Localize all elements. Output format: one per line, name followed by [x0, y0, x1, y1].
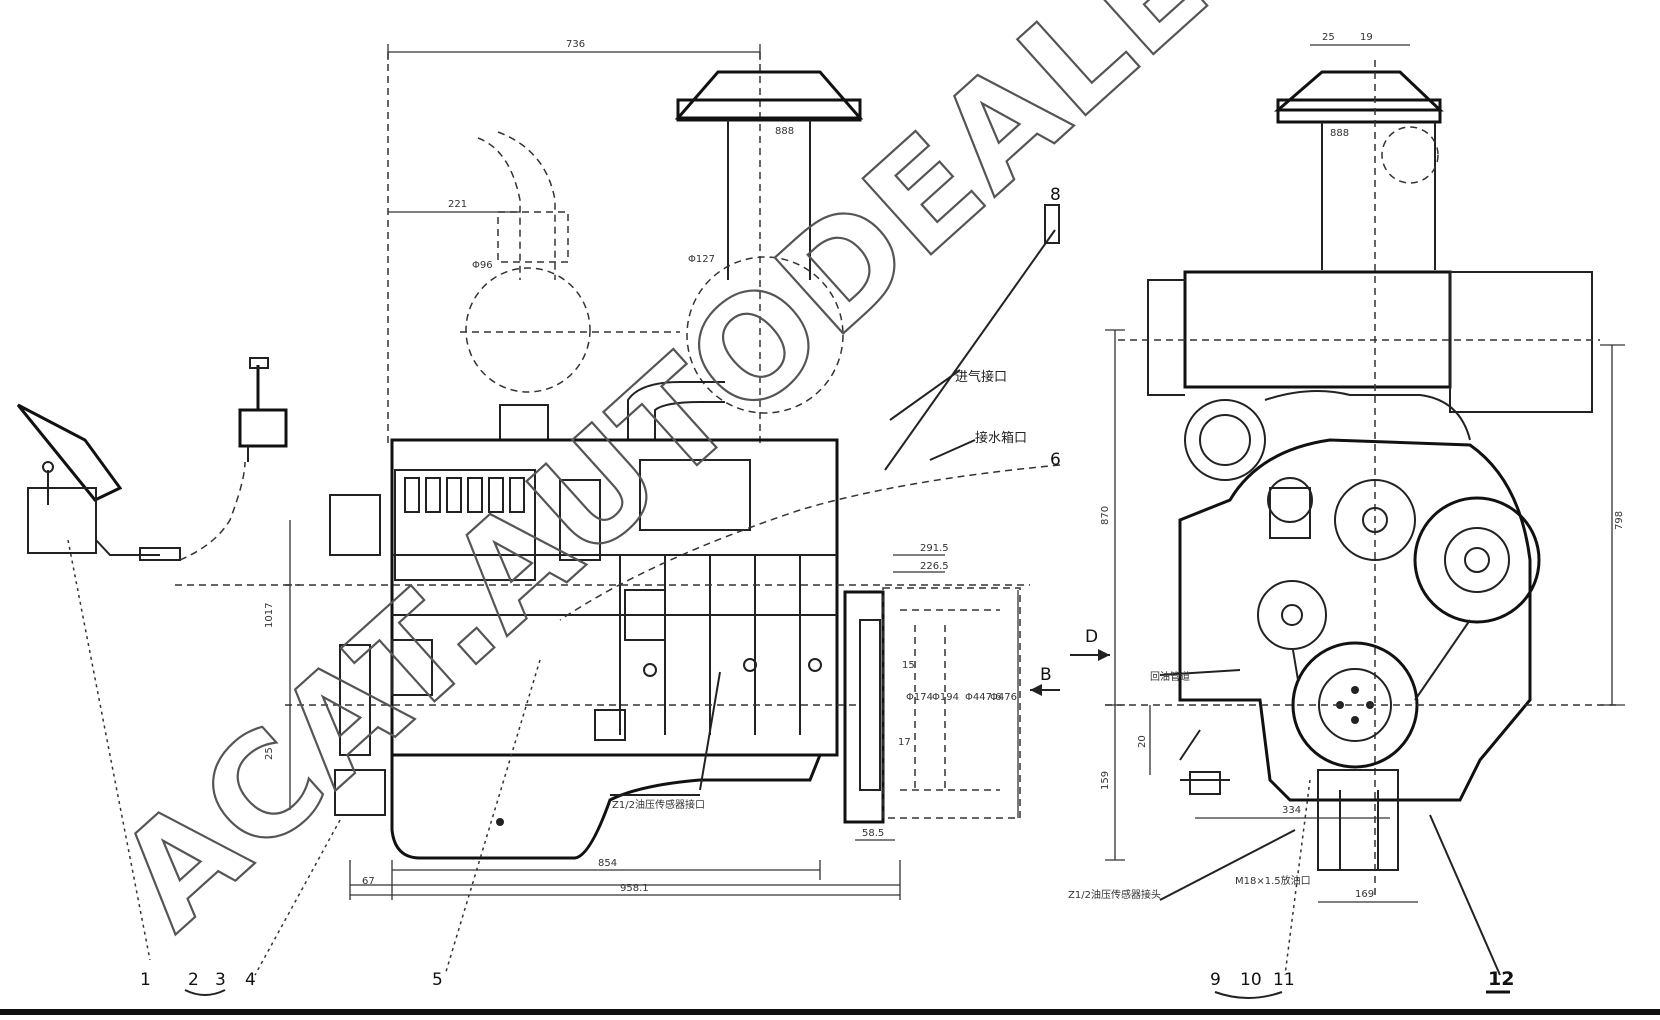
callout-1: 1: [140, 970, 151, 990]
exhaust-elbow: [477, 137, 521, 280]
water-pump-pulley: [1334, 479, 1416, 561]
dim-25: 25: [264, 747, 275, 760]
dim-334: 334: [1282, 805, 1301, 816]
dim-phi194: Φ194: [932, 692, 959, 703]
note-intake: 进气接口: [955, 369, 1007, 385]
dim-front-25: 25: [1322, 32, 1335, 43]
note-oil-sensor-joint: Z1/2油压传感器接头: [1068, 888, 1161, 901]
air-cleaner-body: [686, 256, 844, 414]
note-oil-pressure: Z1/2油压传感器接口: [612, 798, 705, 811]
air-cleaner-cap: [674, 70, 864, 120]
callout-8: 8: [1050, 185, 1061, 205]
dim-798: 798: [1614, 511, 1625, 530]
engine-block: [390, 438, 839, 757]
dim-phi174: Φ174: [906, 692, 933, 703]
view-b-label: B: [1040, 665, 1052, 685]
note-water-tank: 接水箱口: [975, 430, 1027, 446]
front-view: 25 19 888: [1068, 32, 1625, 999]
svg-text:888: 888: [775, 126, 794, 137]
dim-15: 15: [902, 660, 915, 671]
note-oil-return: 回油管道: [1150, 670, 1190, 683]
throttle-linkage: 1 2 3 4: [16, 357, 341, 996]
dim-736: 736: [566, 39, 585, 50]
view-d-label: D: [1085, 627, 1098, 647]
dim-17: 17: [898, 737, 911, 748]
callout-5: 5: [432, 970, 443, 990]
pedal-cable-end: [139, 547, 181, 561]
callout-4: 4: [245, 970, 256, 990]
dim-870: 870: [1100, 506, 1111, 525]
dim-67: 67: [362, 876, 375, 887]
dim-phi96: Φ96: [472, 260, 493, 271]
flywheel-outline: [882, 587, 1021, 819]
dim-159: 159: [1100, 771, 1111, 790]
muffler-body: [465, 267, 591, 393]
svg-text:888: 888: [1330, 128, 1349, 139]
dim-221: 221: [448, 199, 467, 210]
callout-6: 6: [1050, 450, 1061, 470]
front-oil-pan: [1317, 769, 1399, 871]
note-drain: M18×1.5放油口: [1235, 874, 1311, 887]
dim-291-5: 291.5: [920, 543, 949, 554]
callout-10: 10: [1240, 970, 1262, 990]
dim-phi476: Φ476: [990, 692, 1017, 703]
engine-front-outline: [1178, 438, 1532, 802]
front-air-cleaner-cap: [1273, 70, 1444, 112]
turbocharger: [1184, 399, 1266, 481]
starter: [639, 459, 751, 531]
front-air-cleaner-box: [1183, 270, 1452, 389]
dim-phi127: Φ127: [688, 254, 715, 265]
accelerator-pedal: [16, 403, 123, 502]
alternator: [1267, 477, 1313, 523]
flywheel-housing: [843, 590, 885, 824]
fuel-injection-pump: [394, 469, 536, 581]
fan-drive-pulley: [1413, 496, 1541, 624]
side-view: 736 221 888 Φ127 Φ96: [264, 39, 1061, 990]
governor-lever-bracket: [238, 408, 288, 448]
dim-958-1: 958.1: [620, 883, 649, 894]
front-mount-bracket: [334, 769, 386, 816]
oil-pan: [390, 754, 822, 860]
dim-phi447-6: Φ447.6: [965, 692, 1002, 703]
idler-pulley: [1257, 580, 1327, 650]
dim-226-5: 226.5: [920, 561, 949, 572]
dim-854: 854: [598, 858, 617, 869]
dim-front-20: 20: [1137, 735, 1148, 748]
callout-11: 11: [1273, 970, 1295, 990]
callout-12: 12: [1488, 968, 1514, 990]
dim-58-5: 58.5: [862, 828, 884, 839]
dim-169: 169: [1355, 889, 1374, 900]
callout-2: 2: [188, 970, 199, 990]
dim-front-19: 19: [1360, 32, 1373, 43]
dim-1017: 1017: [264, 603, 275, 628]
callout-9: 9: [1210, 970, 1221, 990]
callout-3: 3: [215, 970, 226, 990]
